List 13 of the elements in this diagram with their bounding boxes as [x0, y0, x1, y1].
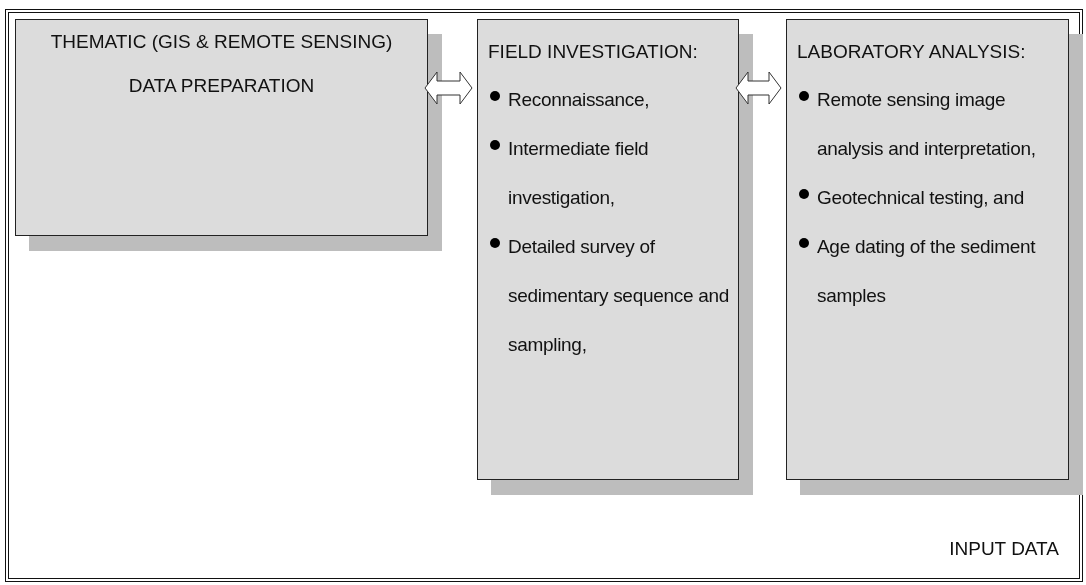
list-item-text: Geotechnical testing, and [817, 186, 1024, 210]
outer-frame [5, 9, 1083, 582]
box-heading: LABORATORY ANALYSIS: [797, 40, 1027, 64]
box-heading: FIELD INVESTIGATION: [488, 40, 699, 64]
list-item-text: Remote sensing image analysis and interpretation, [817, 88, 1037, 161]
list-item-text: Intermediate field investigation, [508, 137, 650, 210]
list-item-text: Age dating of the sediment samples [817, 235, 1037, 308]
list-item-text: Detailed survey of sedimentary sequence and sampling, [508, 235, 730, 357]
frame-label: INPUT DATA [949, 538, 1059, 560]
list-item-text: Reconnaissance, [508, 88, 650, 112]
double-arrow [735, 71, 782, 105]
double-arrow [424, 71, 473, 105]
box-title: THEMATIC (GIS & REMOTE SENSING) DATA PREPARATION [49, 30, 394, 98]
